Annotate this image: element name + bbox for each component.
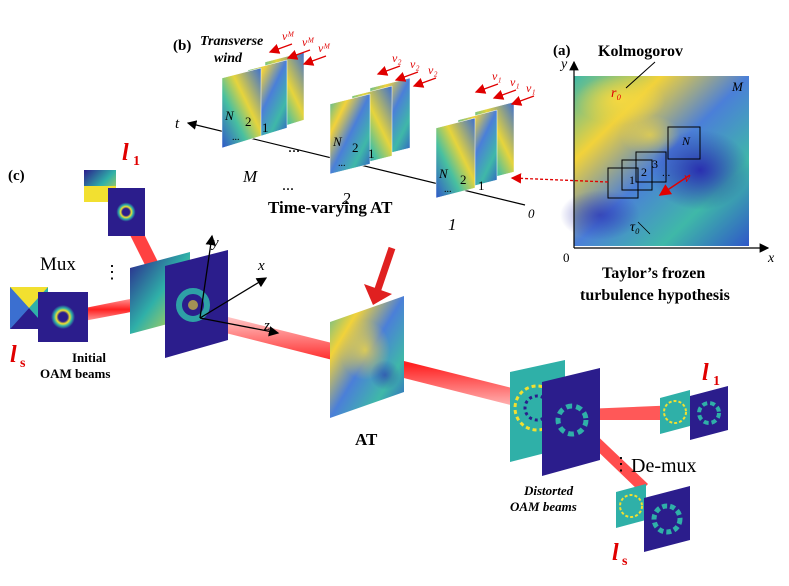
- kolmogorov-title: Kolmogorov: [598, 43, 683, 60]
- caption-line1: Taylor’s frozen: [602, 265, 705, 282]
- out-ls-intensity-map: [644, 486, 690, 552]
- out-ls-subscript: s: [622, 554, 628, 569]
- output-beam-ls: l s: [612, 484, 690, 569]
- frame-m-2: 2: [245, 114, 252, 129]
- sample-box-2: [621, 159, 653, 191]
- at-down-arrow: [373, 246, 396, 294]
- velocity-1-2: v₁: [510, 75, 520, 89]
- sample-box-1: [607, 167, 639, 199]
- velocity-m-1: vᴹ: [282, 29, 294, 43]
- ls-symbol: l: [10, 342, 17, 368]
- frame-2-1: 1: [368, 146, 375, 161]
- time-axis-label: t: [175, 116, 180, 132]
- distorted-label-line1: Distorted: [523, 483, 574, 498]
- initial-label-line2: OAM beams: [40, 366, 110, 381]
- velocity-1-1: v₁: [492, 69, 502, 83]
- frame-m-n: N: [224, 108, 235, 123]
- axis-y-label: y: [559, 57, 568, 72]
- panel-a: (a) Kolmogorov y x 0 M r₀ τ₀ 1 2 3 N ...…: [510, 43, 775, 304]
- axis3d-y: [199, 234, 216, 319]
- input-beam-l1: l 1: [84, 140, 145, 236]
- sampling-link-arrow: [510, 173, 609, 184]
- out-l1-subscript: 1: [713, 374, 720, 389]
- axis-x-label: x: [767, 251, 775, 266]
- corner-label-m: M: [731, 79, 744, 94]
- groups-ellipsis: ...: [282, 177, 294, 194]
- velocity-m-2: vᴹ: [302, 35, 314, 49]
- time-origin-label: 0: [528, 206, 535, 221]
- axis3d-y-label: y: [210, 235, 219, 251]
- v-label: v: [684, 171, 691, 186]
- frame-group-1: N 2 1 ... 1 v₁ v₁ v₁: [435, 69, 536, 234]
- demux-label: De-mux: [631, 455, 697, 477]
- caption-line2: turbulence hypothesis: [580, 287, 730, 304]
- frame-2-n: N: [332, 134, 343, 149]
- velocity-2-1: v₂: [392, 51, 402, 65]
- out-l1-intensity-map: [690, 386, 728, 440]
- mux-vdots: ⋮: [103, 262, 121, 282]
- origin-label: 0: [563, 250, 570, 265]
- out-l1-phase-map: [660, 390, 690, 434]
- tau0-pointer: [637, 221, 651, 235]
- velocity-2-2: v₂: [410, 57, 420, 71]
- frame-1-2: 2: [460, 172, 467, 187]
- ls-subscript: s: [20, 356, 26, 371]
- axis3d-x: [199, 277, 268, 319]
- panel-a-label: (a): [553, 43, 571, 59]
- velocity-1-3: v₁: [526, 81, 536, 95]
- at-label: AT: [355, 430, 378, 449]
- frame-2-dots: ...: [338, 158, 346, 169]
- axis3d-z: [199, 317, 280, 337]
- initial-label-line1: Initial: [72, 350, 106, 365]
- sample-box-n: [667, 126, 701, 160]
- distorted-intensity-map: [542, 368, 600, 476]
- sample-box-3: [635, 151, 667, 183]
- distorted-beam: [510, 360, 600, 476]
- frame-group-2: N 2 1 ... 2 v₂ v₂ v₂: [329, 51, 438, 208]
- out-ls-phase-map: [616, 484, 646, 528]
- axis3d-x-label: x: [257, 258, 265, 274]
- box-label-2: 2: [641, 165, 647, 179]
- l1-subscript: 1: [133, 154, 140, 169]
- frames-ellipsis-top: ...: [288, 139, 300, 156]
- mux-label: Mux: [40, 254, 76, 275]
- transverse-wind-line1: Transverse: [200, 34, 263, 49]
- panel-c-label: (c): [8, 168, 25, 184]
- kolmogorov-pointer: [625, 61, 656, 89]
- output-beam-l1: l 1: [660, 360, 728, 440]
- group-index-1: 1: [448, 215, 457, 234]
- distorted-label-line2: OAM beams: [510, 499, 577, 514]
- panel-c: (c) l 1 Mux ⋮ l s Initial: [8, 140, 728, 569]
- input-beam-ls: l s: [10, 287, 88, 371]
- group-index-m: M: [242, 167, 258, 186]
- time-varying-at-caption: Time-varying AT: [268, 198, 393, 217]
- box-label-3: 3: [652, 157, 658, 171]
- out-l1-symbol: l: [702, 360, 709, 386]
- tau0-label: τ₀: [630, 220, 640, 235]
- frame-m-dots: ...: [232, 132, 240, 143]
- frame-m-1: 1: [262, 120, 269, 135]
- box-label-n: N: [681, 134, 691, 148]
- l1-symbol: l: [122, 140, 129, 166]
- box-ellipsis: ...: [662, 167, 671, 179]
- out-ls-symbol: l: [612, 540, 619, 566]
- panel-b-label: (b): [173, 38, 191, 54]
- demux-vdots: ⋮: [612, 454, 630, 474]
- group-index-2: 2: [342, 189, 351, 208]
- frame-2-2: 2: [352, 140, 359, 155]
- frame-1-dots: ...: [444, 184, 452, 195]
- panel-b: (b) Transverse wind t 0 N 2 1 ... M vᴹ v…: [173, 29, 536, 234]
- frame-group-m: N 2 1 ... M vᴹ vᴹ vᴹ: [221, 29, 330, 186]
- velocity-2-3: v₂: [428, 63, 438, 77]
- velocity-m-3: vᴹ: [318, 41, 330, 55]
- transverse-wind-line2: wind: [214, 51, 243, 66]
- wind-velocity-arrow: [658, 174, 691, 196]
- axis3d-z-label: z: [263, 318, 270, 334]
- multiplexed-beam: [130, 250, 228, 358]
- box-label-1: 1: [629, 173, 635, 187]
- frame-1-1: 1: [478, 178, 485, 193]
- r0-label: r₀: [611, 86, 621, 101]
- frame-1-n: N: [438, 166, 449, 181]
